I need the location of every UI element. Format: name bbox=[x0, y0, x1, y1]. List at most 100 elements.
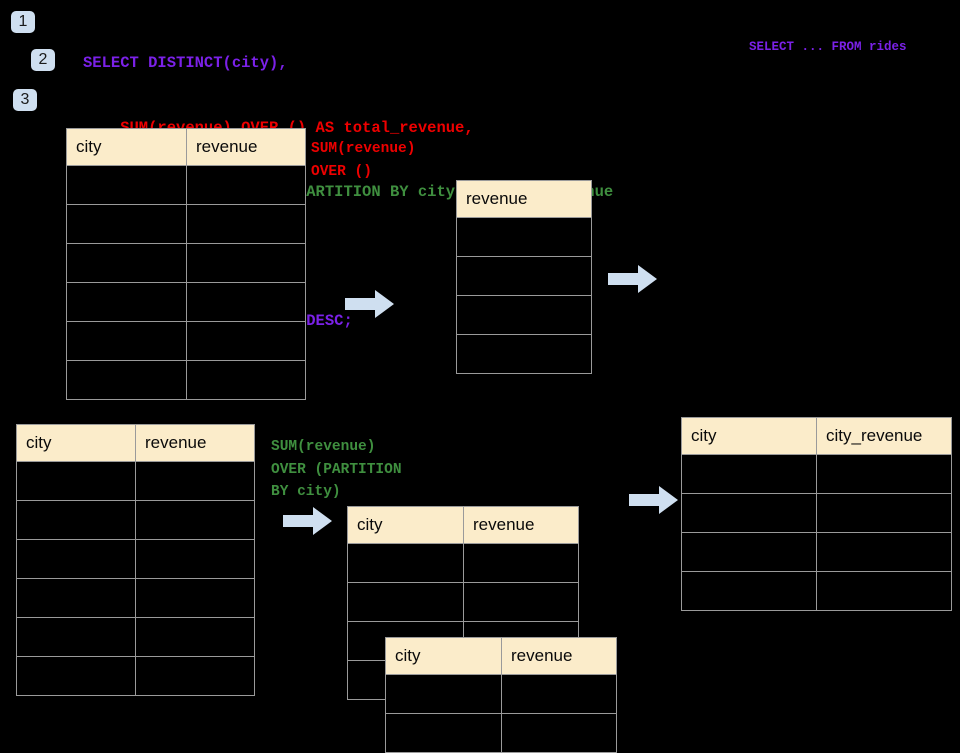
table-header-row: revenue bbox=[456, 180, 592, 218]
column-header-city: city bbox=[681, 417, 817, 455]
table-row bbox=[456, 334, 592, 374]
table-rides-bottom: city revenue bbox=[16, 424, 255, 696]
cell bbox=[456, 217, 592, 257]
cell bbox=[66, 243, 187, 283]
table-row bbox=[456, 217, 592, 257]
cell bbox=[66, 204, 187, 244]
cell bbox=[16, 656, 136, 696]
table-row bbox=[66, 204, 306, 244]
arrow-right-icon-1 bbox=[345, 290, 394, 318]
cell bbox=[66, 282, 187, 322]
arrow-right-icon-4 bbox=[629, 486, 678, 514]
column-header-city: city bbox=[347, 506, 464, 544]
cell bbox=[186, 321, 306, 361]
column-header-city: city bbox=[385, 637, 502, 675]
cell bbox=[135, 617, 255, 657]
table-total-revenue: revenue bbox=[456, 180, 592, 374]
table-row bbox=[16, 461, 255, 501]
table-partition-b: city revenue bbox=[385, 637, 617, 753]
cell bbox=[501, 674, 617, 714]
cell bbox=[347, 582, 464, 622]
cell bbox=[456, 334, 592, 374]
cell bbox=[186, 165, 306, 205]
table-header-row: city revenue bbox=[347, 506, 579, 544]
step-badge-3: 3 bbox=[13, 89, 37, 111]
table-row bbox=[681, 571, 952, 611]
table-partition-a: city revenue bbox=[347, 506, 579, 700]
cell bbox=[681, 454, 817, 494]
table-row bbox=[66, 243, 306, 283]
cell bbox=[135, 578, 255, 618]
table-row bbox=[66, 282, 306, 322]
cell bbox=[501, 713, 617, 753]
cell bbox=[456, 256, 592, 296]
annotation-total-revenue: SUM(revenue) OVER () bbox=[311, 141, 416, 180]
cell bbox=[456, 295, 592, 335]
table-row bbox=[347, 543, 579, 583]
annotation-city-revenue: SUM(revenue) OVER (PARTITION BY city) bbox=[271, 439, 402, 500]
arrow-right-icon-3 bbox=[283, 507, 332, 535]
table-header-row: city revenue bbox=[385, 637, 617, 675]
cell bbox=[385, 713, 502, 753]
cell bbox=[816, 532, 952, 572]
table-row bbox=[681, 454, 952, 494]
cell bbox=[186, 243, 306, 283]
table-row bbox=[681, 532, 952, 572]
cell bbox=[66, 321, 187, 361]
column-header-revenue: revenue bbox=[186, 128, 306, 166]
table-row bbox=[16, 578, 255, 618]
table-row bbox=[66, 321, 306, 361]
cell bbox=[186, 282, 306, 322]
column-header-revenue: revenue bbox=[135, 424, 255, 462]
cell bbox=[681, 532, 817, 572]
cell bbox=[66, 360, 187, 400]
table-row bbox=[385, 674, 617, 714]
cell bbox=[135, 656, 255, 696]
table-row bbox=[66, 360, 306, 400]
cell bbox=[16, 617, 136, 657]
cell bbox=[463, 582, 579, 622]
cell bbox=[816, 493, 952, 533]
sql-line-1: SELECT DISTINCT(city), bbox=[83, 54, 288, 72]
table-header-row: city revenue bbox=[16, 424, 255, 462]
table-row bbox=[16, 617, 255, 657]
cell bbox=[135, 500, 255, 540]
cell bbox=[16, 461, 136, 501]
cell bbox=[681, 571, 817, 611]
cell bbox=[816, 454, 952, 494]
cell bbox=[16, 500, 136, 540]
table-rides-top: city revenue bbox=[66, 128, 306, 400]
column-header-city: city bbox=[66, 128, 187, 166]
cell bbox=[186, 204, 306, 244]
table-result: city city_revenue bbox=[681, 417, 952, 611]
cell bbox=[816, 571, 952, 611]
cell bbox=[135, 539, 255, 579]
column-header-revenue: revenue bbox=[456, 180, 592, 218]
table-row bbox=[385, 713, 617, 753]
cell bbox=[385, 674, 502, 714]
cell bbox=[16, 578, 136, 618]
cell bbox=[681, 493, 817, 533]
table-header-row: city revenue bbox=[66, 128, 306, 166]
step-badge-1: 1 bbox=[11, 11, 35, 33]
cell bbox=[135, 461, 255, 501]
table-row bbox=[456, 295, 592, 335]
column-header-city: city bbox=[16, 424, 136, 462]
cell bbox=[66, 165, 187, 205]
column-header-city-revenue: city_revenue bbox=[816, 417, 952, 455]
table-row bbox=[16, 500, 255, 540]
select-from-rides-note: SELECT ... FROM rides bbox=[749, 40, 907, 54]
diagram-canvas: 1 2 3 SELECT DISTINCT(city), SUM(revenue… bbox=[11, 11, 952, 753]
table-row bbox=[456, 256, 592, 296]
cell bbox=[463, 543, 579, 583]
cell bbox=[16, 539, 136, 579]
table-row bbox=[347, 582, 579, 622]
column-header-revenue: revenue bbox=[501, 637, 617, 675]
step-badge-2: 2 bbox=[31, 49, 55, 71]
table-row bbox=[16, 539, 255, 579]
cell bbox=[186, 360, 306, 400]
table-row bbox=[66, 165, 306, 205]
table-header-row: city city_revenue bbox=[681, 417, 952, 455]
table-row bbox=[16, 656, 255, 696]
table-row bbox=[681, 493, 952, 533]
